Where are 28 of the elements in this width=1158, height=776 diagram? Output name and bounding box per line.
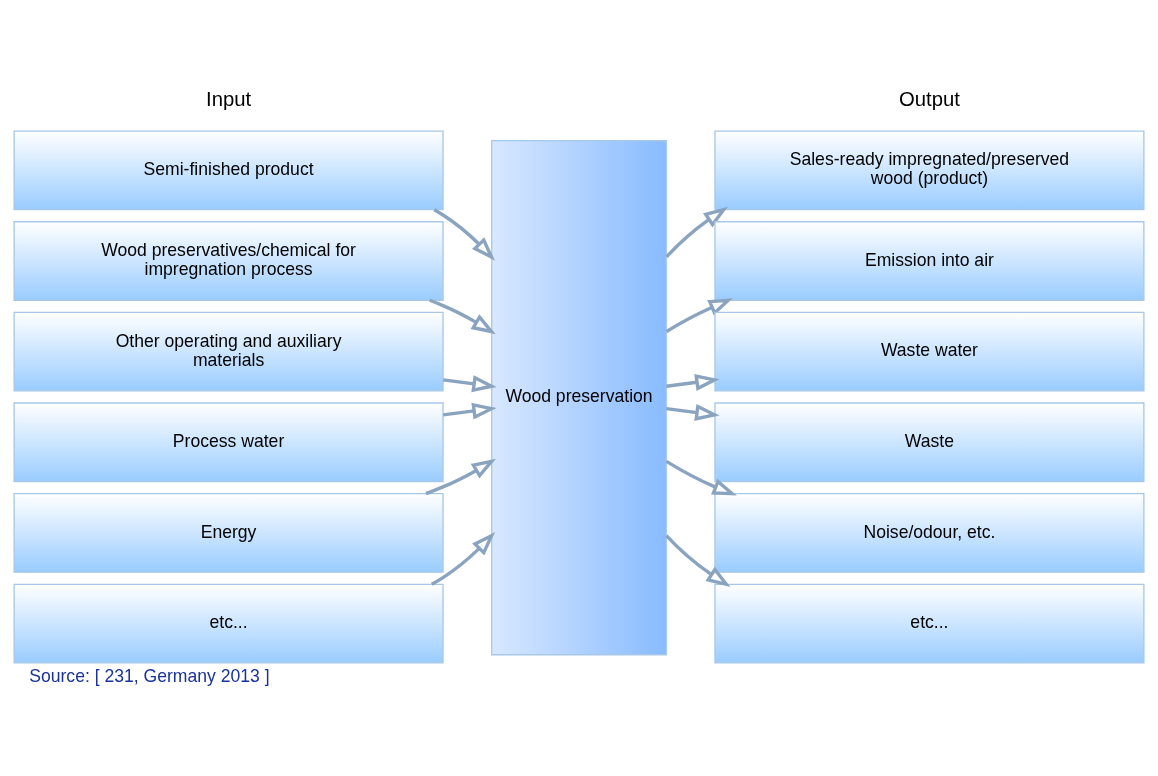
- arrow: [665, 534, 731, 587]
- arrow: [665, 206, 728, 258]
- arrow: [665, 459, 737, 496]
- arrow: [443, 374, 497, 392]
- arrow: [443, 402, 497, 420]
- node-box: Process water: [13, 401, 444, 482]
- arrow: [433, 207, 496, 261]
- node-box: Noise/odour, etc.: [714, 492, 1145, 573]
- label: Output: [898, 87, 960, 110]
- node-box: Emission into air: [714, 220, 1145, 301]
- arrow: [666, 373, 720, 391]
- node-box: Waste: [714, 401, 1145, 482]
- node-box: Energy: [13, 492, 444, 573]
- arrow: [429, 298, 496, 334]
- node-box: etc...: [13, 583, 444, 663]
- node-box: Waste water: [714, 311, 1145, 392]
- node-box: Wood preservation: [491, 139, 667, 655]
- caption: Source: [ 231, Germany 2013 ]: [29, 665, 270, 686]
- label: Input: [206, 87, 252, 110]
- arrow: [665, 297, 733, 333]
- node-box: Semi-finished product: [13, 129, 444, 210]
- arrow: [666, 403, 720, 421]
- node-box: Sales-ready impregnated/preserved wood (product): [714, 129, 1145, 210]
- arrow: [425, 458, 496, 495]
- node-box: Wood preservatives/chemical for impregnation process: [13, 220, 444, 301]
- arrow: [430, 531, 496, 586]
- node-box: Other operating and auxiliary materials: [13, 311, 444, 392]
- node-box: etc...: [714, 583, 1145, 663]
